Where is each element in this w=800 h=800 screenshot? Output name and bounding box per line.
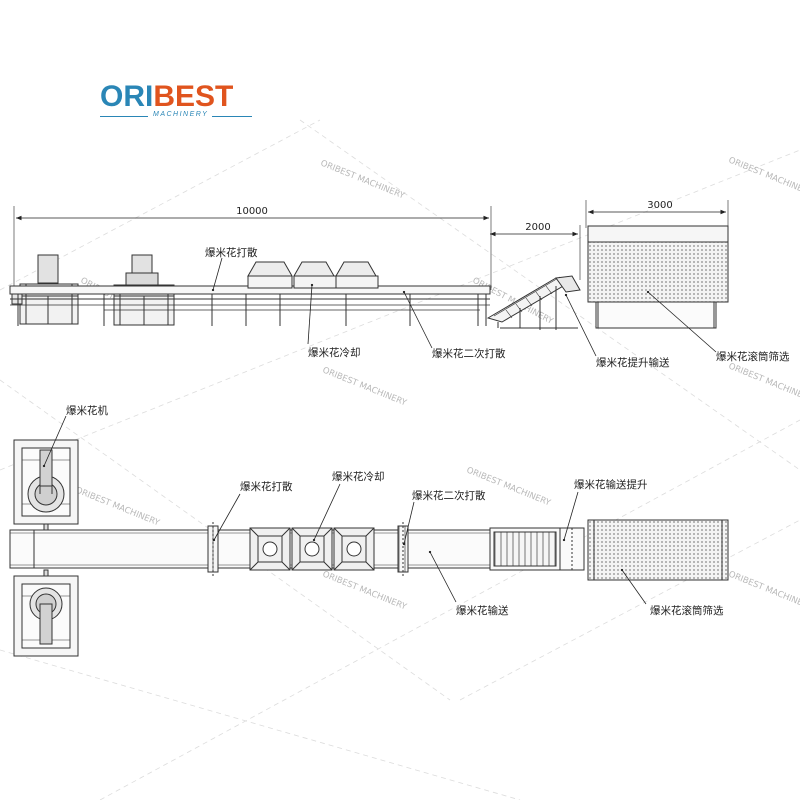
side-label-drum-screen: 爆米花滚筒筛选 <box>716 350 790 363</box>
top-popcorn-machine-1 <box>13 439 79 531</box>
top-label-drum-screen: 爆米花滚筒筛选 <box>650 604 724 617</box>
top-second-scatter-roller <box>397 522 409 576</box>
dimension-drum-length-value: 3000 <box>647 200 672 211</box>
watermark-10: ORIBEST MACHINERY <box>727 570 800 613</box>
top-leader-lines <box>42 415 647 605</box>
logo-ori-text: ORI <box>100 80 154 113</box>
side-leader-lines <box>211 257 717 357</box>
side-label-scatter: 爆米花打散 <box>205 246 258 259</box>
logo-best-text: BEST <box>153 80 234 113</box>
dimension-main-length: 10000 <box>13 206 492 290</box>
top-popcorn-machine-2 <box>13 569 79 657</box>
watermark-9: ORIBEST MACHINERY <box>321 570 409 613</box>
dimension-lift-length-value: 2000 <box>525 222 550 233</box>
top-labels: 爆米花机 爆米花打散 爆米花冷却 爆米花二次打散 爆米花输送提升 爆米花输送 爆… <box>66 404 724 617</box>
watermark-1: ORIBEST MACHINERY <box>319 159 407 202</box>
top-label-popcorn-machine: 爆米花机 <box>66 404 108 417</box>
top-lift-section <box>489 527 585 571</box>
side-cooling-hoods <box>247 261 379 289</box>
watermark-6: ORIBEST MACHINERY <box>727 362 800 405</box>
oribest-logo: ORIBEST MACHINERY <box>100 82 260 122</box>
watermark-8: ORIBEST MACHINERY <box>465 466 553 509</box>
top-label-second-scatter: 爆米花二次打散 <box>412 489 486 502</box>
watermark-5: ORIBEST MACHINERY <box>321 366 409 409</box>
top-view: 爆米花机 爆米花打散 爆米花冷却 爆米花二次打散 爆米花输送提升 爆米花输送 爆… <box>9 404 729 657</box>
side-drum-screen <box>587 225 729 329</box>
side-view: 10000 2000 3000 <box>9 200 790 369</box>
side-label-lift-conveyor: 爆米花提升输送 <box>596 356 670 369</box>
top-scatter-roller <box>207 522 219 576</box>
top-label-conveyor: 爆米花输送 <box>456 604 509 617</box>
logo-rule-left <box>100 116 148 117</box>
dimension-main-length-value: 10000 <box>236 206 268 217</box>
watermark-2: ORIBEST MACHINERY <box>727 156 800 199</box>
side-label-cooling: 爆米花冷却 <box>308 346 361 359</box>
top-drum-screen <box>587 519 729 581</box>
side-label-second-scatter: 爆米花二次打散 <box>432 347 506 360</box>
side-labels: 爆米花打散 爆米花冷却 爆米花二次打散 爆米花提升输送 爆米花滚筒筛选 <box>205 246 790 369</box>
watermark-4: ORIBEST MACHINERY <box>471 276 556 327</box>
dimension-drum-length: 3000 <box>585 200 729 228</box>
logo-rule-right <box>212 116 252 117</box>
dimension-lift-length: 2000 <box>490 222 581 280</box>
background-guide-lines <box>0 119 800 800</box>
top-cooling-fans <box>249 527 375 571</box>
top-label-scatter: 爆米花打散 <box>240 480 293 493</box>
top-label-conveyor-lift: 爆米花输送提升 <box>574 478 648 491</box>
logo-subtitle: MACHINERY <box>153 111 209 118</box>
top-label-cooling: 爆米花冷却 <box>332 470 385 483</box>
watermark-7: ORIBEST MACHINERY <box>74 486 162 529</box>
side-lift-conveyor <box>486 275 581 330</box>
